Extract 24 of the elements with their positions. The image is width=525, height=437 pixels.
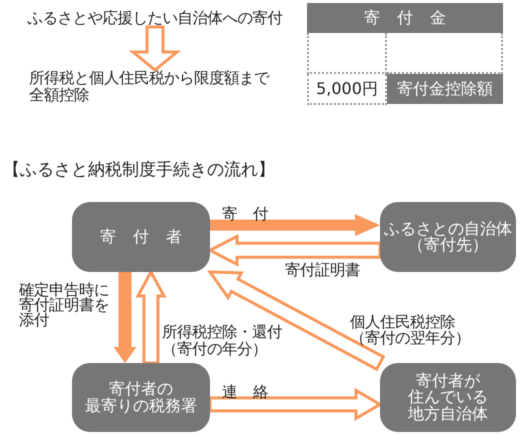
block-arrow bbox=[210, 214, 380, 236]
process-label: 寄付者 bbox=[100, 228, 182, 246]
edge-label: 個人住民税控除（寄付の翌年分） bbox=[350, 314, 470, 346]
flow-text: 所得税と個人住民税から限度額まで全額控除 bbox=[29, 70, 281, 106]
edge-label: 連絡 bbox=[222, 384, 268, 400]
edge-label: 所得税控除・還付（寄付の年分） bbox=[162, 324, 282, 358]
block-arrow bbox=[114, 272, 136, 363]
edge-label: 確定申告時に寄付証明書を添付 bbox=[19, 283, 109, 328]
process-box bbox=[380, 202, 516, 272]
block-arrow bbox=[207, 270, 386, 372]
process-box bbox=[72, 363, 210, 432]
process-label: 寄付者が住んでいる地方自治体 bbox=[408, 372, 488, 422]
block-arrow bbox=[208, 388, 383, 422]
header-cell: 寄付金 bbox=[307, 3, 503, 33]
block-arrow bbox=[128, 26, 182, 72]
process-label: ふるさとの自治体（寄付先） bbox=[384, 220, 512, 254]
edge-label: 寄付証明書 bbox=[285, 262, 360, 278]
edge-label: 寄付 bbox=[222, 206, 268, 222]
section-title: 【ふるさと納税制度手続きの流れ】 bbox=[3, 160, 275, 180]
highlight-cell: 寄付金控除額 bbox=[387, 74, 503, 104]
flow-text: ふるさとや応援したい自治体への寄付 bbox=[22, 9, 288, 27]
process-label: 寄付者の最寄りの税務署 bbox=[85, 381, 197, 414]
process-box bbox=[72, 202, 210, 272]
process-box bbox=[380, 363, 516, 432]
